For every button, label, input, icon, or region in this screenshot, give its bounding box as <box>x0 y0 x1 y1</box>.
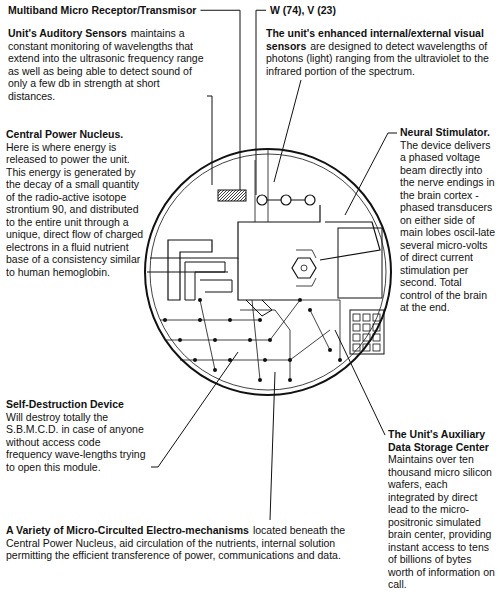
circuit-dot <box>193 358 197 362</box>
circuit-dot <box>178 338 182 342</box>
storage-grid <box>353 314 380 351</box>
leader-line <box>270 372 275 520</box>
callout-body: Maintains over ten thousand micro silico… <box>388 453 496 591</box>
callout-heading: Unit's Auditory Sensors <box>8 27 127 39</box>
callout-heading: Central Power Nucleus. <box>6 128 144 141</box>
circuit-dot <box>288 358 292 362</box>
callout-block: Self-Destruction DeviceWill destroy tota… <box>6 398 148 473</box>
storage-cell <box>373 324 380 331</box>
callout-block: Multiband Micro Receptor/Transmisor <box>8 4 196 17</box>
storage-cell <box>363 344 370 351</box>
circuit-dot <box>198 318 202 322</box>
storage-cell <box>353 314 360 321</box>
circuit-dot <box>258 318 262 322</box>
circuit-dot <box>268 338 272 342</box>
callout-block: The unit's enhanced internal/external vi… <box>266 27 494 77</box>
callout-body: Will destroy totally the S.B.M.C.D. in c… <box>6 411 148 474</box>
device-body <box>145 149 391 395</box>
storage-cell <box>373 334 380 341</box>
circuit-dot <box>328 348 332 352</box>
leader-line <box>345 133 397 215</box>
circuit-dot <box>228 318 232 322</box>
storage-cell <box>373 344 380 351</box>
leader-line <box>256 10 266 195</box>
callout-heading: The Unit's Auxiliary Data Storage Center <box>388 428 496 453</box>
circle-bar <box>257 195 315 205</box>
callout-body: Here is where energy is released to powe… <box>6 141 144 279</box>
leader-line <box>335 330 385 435</box>
storage-cell <box>363 314 370 321</box>
storage-cell <box>363 324 370 331</box>
callout-block: W (74), V (23) <box>270 4 336 17</box>
leader-line <box>200 10 240 190</box>
circuit-dot <box>263 358 267 362</box>
callout-block: Unit's Auditory Sensorsmaintains a const… <box>8 27 204 102</box>
leader-line <box>207 96 212 185</box>
circuit-dot <box>308 308 312 312</box>
callout-heading: W (74), V (23) <box>270 4 336 16</box>
circuit-dot <box>213 368 217 372</box>
circuit-dot <box>298 298 302 302</box>
callout-block: Neural Stimulator.The device delivers a … <box>400 126 496 314</box>
callout-block: A Variety of Micro-Circulted Electro-mec… <box>6 524 380 562</box>
callout-block: The Unit's Auxiliary Data Storage Center… <box>388 428 496 591</box>
callout-body: The device delivers a phased voltage bea… <box>400 139 496 314</box>
circuit-dot <box>288 378 292 382</box>
leader-line <box>147 272 228 273</box>
circuit-dot <box>163 318 167 322</box>
callout-heading: Multiband Micro Receptor/Transmisor <box>8 4 196 16</box>
circuit-dot <box>258 378 262 382</box>
callout-heading: A Variety of Micro-Circulted Electro-mec… <box>6 524 249 536</box>
callout-heading: Neural Stimulator. <box>400 126 496 139</box>
circuit-dot <box>213 338 217 342</box>
leader-line <box>151 352 238 467</box>
storage-cell <box>353 334 360 341</box>
storage-cell <box>353 324 360 331</box>
hatched-receptor <box>218 190 246 201</box>
circuit-dots <box>163 298 342 382</box>
storage-cell <box>363 334 370 341</box>
callout-heading: Self-Destruction Device <box>6 398 148 411</box>
circuit-dot <box>198 298 202 302</box>
leader-line <box>274 80 301 182</box>
callout-block: Central Power Nucleus.Here is where ener… <box>6 128 144 278</box>
storage-cell <box>373 314 380 321</box>
storage-cell <box>353 344 360 351</box>
circuit-dot <box>338 358 342 362</box>
circuit-dot <box>248 338 252 342</box>
